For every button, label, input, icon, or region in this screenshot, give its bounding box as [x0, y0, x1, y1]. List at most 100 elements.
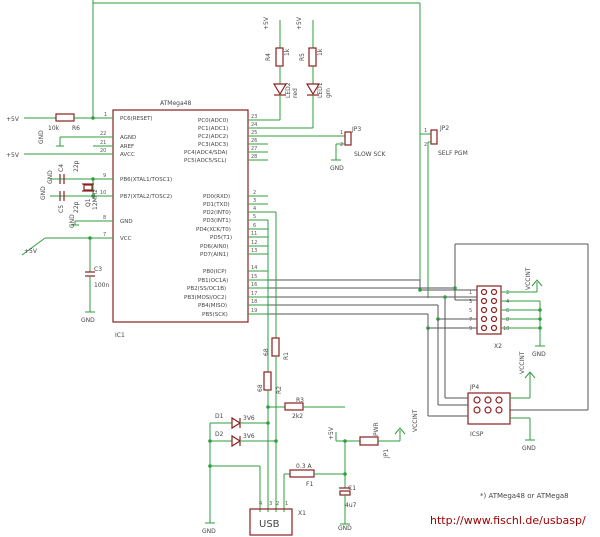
pin-avcc: AVCC [120, 152, 135, 158]
q1-value: 12MHz [92, 190, 99, 210]
jp2-ref: JP2 [439, 125, 449, 132]
x2-header: X2 1 3 5 7 9 2 4 6 8 10 VCCINT GND [469, 267, 546, 358]
jp2-body [430, 129, 438, 145]
pin-agnd: AGND [120, 135, 136, 141]
project-url[interactable]: http://www.fischl.de/usbasp/ [430, 514, 586, 527]
pin-pb6: PB6(XTAL1/TOSC1) [120, 177, 172, 183]
pin-pc0: PC0(ADC0) [198, 118, 228, 124]
pin-num-24: 24 [251, 122, 257, 128]
c4-value: 22p [73, 160, 80, 172]
jp1-jumper [359, 436, 379, 446]
pin-pd6: PD6(AIN0) [200, 244, 228, 250]
jp2-jumper: JP2 SELF PGM 1 2 [420, 125, 468, 298]
gnd-label-x2: GND [532, 351, 546, 358]
jp3-jumper: JP3 SLOW SCK 1 2 GND [268, 126, 386, 172]
x1-body [249, 508, 293, 536]
zener-diodes: D1 3V6 D2 3V6 GND [202, 413, 278, 535]
jp3-pin2: 2 [340, 142, 343, 148]
pin-num-21: 21 [100, 140, 106, 146]
pin-num-3: 3 [253, 198, 256, 204]
pin-num-14: 14 [251, 265, 257, 271]
x1-pin2: 2 [276, 501, 279, 507]
pin-pd2: PD2(INT0) [203, 210, 231, 216]
r2-resistor [263, 371, 272, 391]
pin-pd3: PD3(INT1) [203, 218, 231, 224]
d2-ref: D2 [215, 431, 224, 438]
led2-value: red [292, 88, 299, 98]
ic1-right-stubs [248, 119, 268, 315]
pin-pd7: PD7(AIN1) [200, 252, 228, 258]
pin-num-17: 17 [251, 291, 257, 297]
f1-value: 0.3 A [296, 463, 312, 470]
r1-resistor [271, 337, 280, 357]
pin-pb3: PB3(MOSI/OC2) [184, 295, 227, 301]
led1-symbol [305, 83, 321, 96]
plus5-label-r4: +5V [263, 16, 270, 30]
r6-ref: R6 [72, 125, 80, 132]
plus5-label-r5: +5V [296, 16, 303, 30]
pin-num-10: 10 [100, 190, 106, 196]
r5-value: 1k [317, 48, 324, 56]
vccint-label-jp4: VCCINT [519, 351, 526, 374]
led1-value: grn [325, 88, 332, 98]
pin-num-18: 18 [251, 299, 257, 305]
jp3-ref: JP3 [351, 126, 361, 133]
vccint-label-x2: VCCINT [525, 267, 532, 290]
d1-symbol [231, 416, 242, 430]
pin-pc4: PC4(ADC4/SDA) [184, 150, 228, 156]
x2-pin9: 9 [469, 326, 472, 332]
r4-resistor [275, 47, 284, 67]
gnd-label-agnd: GND [38, 130, 45, 144]
led-circuit: +5V +5V R4 1k R5 1k LED2 red LED1 grn [263, 16, 332, 129]
c3-ref: C3 [94, 266, 102, 273]
c1-value: 4u7 [345, 502, 357, 509]
gnd-label-jp4: GND [522, 445, 536, 452]
jp2-pin2: 2 [424, 142, 427, 148]
c3-value: 100n [94, 282, 109, 289]
pin-num-5: 5 [253, 214, 256, 220]
ic1-ref: IC1 [115, 332, 125, 339]
x2-body [476, 285, 502, 335]
footnote: *) ATMega48 or ATMega8 [480, 492, 569, 500]
x2-pin4: 4 [506, 299, 509, 305]
pin-num-28: 28 [251, 154, 257, 160]
plus5-label-reset: +5V [6, 116, 20, 123]
x1-pin3: 3 [269, 501, 272, 507]
r6-resistor [55, 113, 75, 122]
c1-ref: C1 [348, 485, 356, 492]
r5-ref: R5 [299, 53, 306, 61]
pin-pc1: PC1(ADC1) [198, 126, 228, 132]
pin-pc3: PC3(ADC3) [198, 142, 228, 148]
f1-ref: F1 [306, 481, 313, 488]
jp4-icsp: JP4 ICSP VCCINT GND [427, 295, 536, 452]
x1-pin4: 4 [259, 501, 262, 507]
r3-value: 2k2 [292, 413, 303, 420]
pin-num-2: 2 [253, 190, 256, 196]
plus5-label-jp1: +5V [328, 426, 335, 440]
jp4-ref: JP4 [469, 384, 479, 391]
pin-pd4: PD4(XCK/T0) [196, 227, 231, 233]
r6-value: 10k [48, 125, 60, 132]
ic1-body [112, 109, 249, 323]
pin-gnd: GND [120, 219, 133, 225]
x1-pin1: 1 [285, 501, 288, 507]
d2-symbol [231, 434, 242, 448]
pin-aref: AREF [120, 144, 134, 150]
r3-resistor [284, 402, 304, 411]
led2-ref: LED2 [285, 82, 292, 98]
jp2-value: SELF PGM [438, 150, 468, 157]
pin-num-27: 27 [251, 146, 257, 152]
d1-value: 3V6 [243, 415, 255, 422]
gnd-label-c3: GND [81, 317, 95, 324]
jp1-value: PWR [373, 422, 380, 436]
x1-ref: X1 [298, 510, 306, 517]
pin-pb4: PB4(MISO) [198, 303, 227, 309]
pin-pd5: PD5(T1) [210, 235, 232, 241]
pin-num-26: 26 [251, 138, 257, 144]
jp3-body [344, 131, 352, 146]
pin-num-4: 4 [253, 206, 256, 212]
pin-pb7: PB7(XTAL2/TOSC2) [120, 194, 172, 200]
ic1-name: ATMega48 [160, 100, 191, 107]
pin-num-12: 12 [251, 240, 257, 246]
r5-resistor [308, 47, 317, 67]
